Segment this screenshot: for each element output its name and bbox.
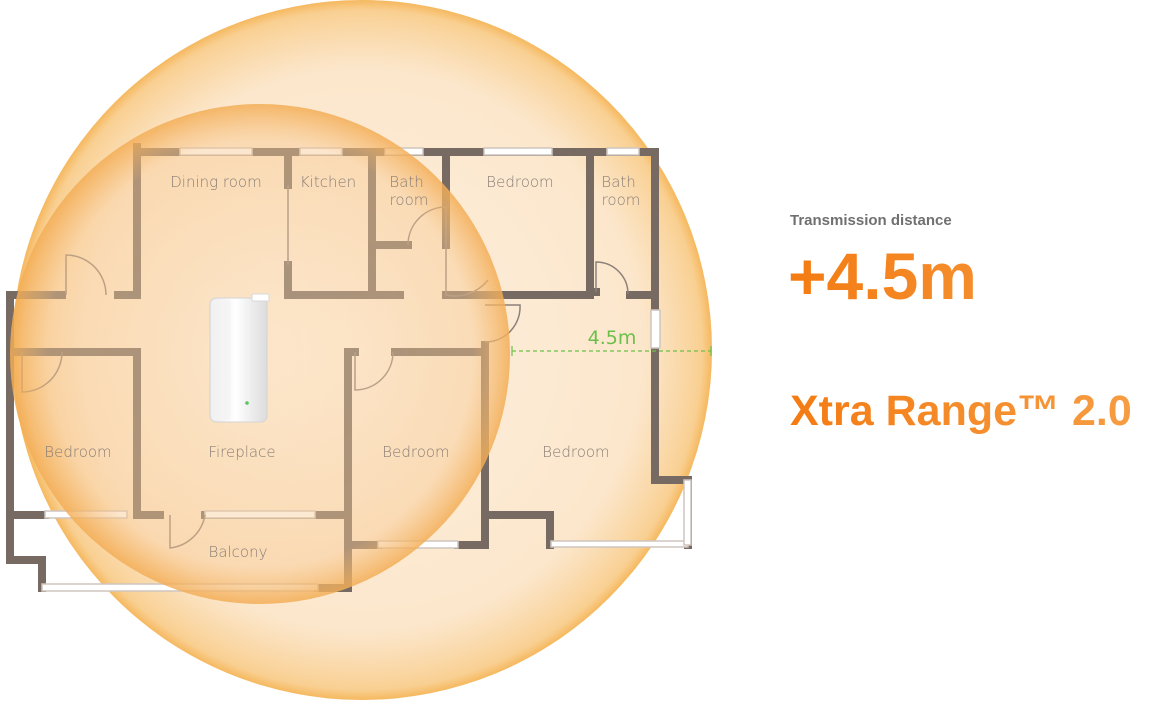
measurement-label: 4.5m (588, 327, 637, 349)
bath-room-2-line-2: room (602, 191, 641, 209)
room-label-fireplace: Fireplace (208, 443, 275, 461)
transmission-distance-caption: Transmission distance (790, 212, 952, 229)
room-label-bedroom-center: Bedroom (382, 443, 449, 461)
range-measurement: 4.5m (511, 327, 712, 356)
room-label-bath-room-1: Bath room (389, 173, 428, 209)
room-label-bath-room-2: Bath room (601, 173, 640, 209)
bath-room-1-line-2: room (390, 191, 429, 209)
room-label-bedroom-right: Bedroom (542, 443, 609, 461)
room-label-bedroom-left: Bedroom (44, 443, 111, 461)
bath-room-1-line-1: Bath (389, 173, 423, 191)
room-label-dining-room: Dining room (170, 173, 261, 191)
room-label-balcony: Balcony (209, 543, 268, 561)
info-panel: Transmission distance +4.5m Xtra Range™ … (788, 212, 1171, 436)
distance-value: +4.5m (788, 243, 1171, 309)
room-label-kitchen: Kitchen (300, 173, 356, 191)
brand-name: Xtra Range™ 2.0 (790, 387, 1171, 436)
room-label-bedroom-top: Bedroom (486, 173, 553, 191)
router-led-icon (245, 401, 249, 405)
bath-room-2-line-1: Bath (601, 173, 635, 191)
router-device (209, 293, 270, 423)
